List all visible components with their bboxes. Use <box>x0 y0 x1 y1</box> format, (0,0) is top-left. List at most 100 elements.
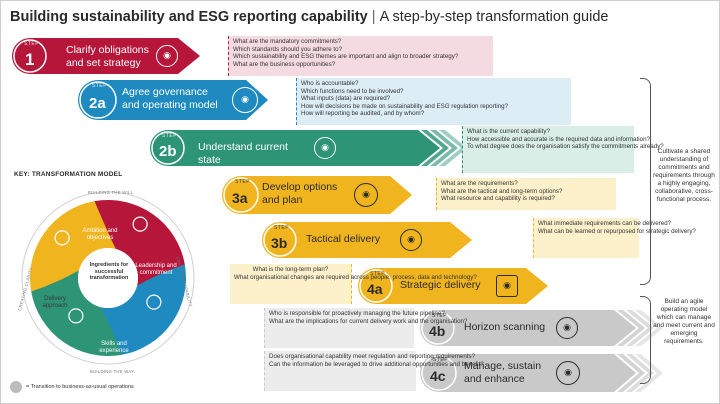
step-arrow-3a: STEP 3a Develop options and plan ◉ <box>222 176 412 214</box>
question-line: What are the business opportunities? <box>233 60 336 68</box>
question-line: How will decisions be made on sustainabi… <box>301 102 509 110</box>
step-word: STEP <box>92 83 108 89</box>
step-arrow-shape <box>262 222 472 258</box>
question-line: What immediate requirements can be deliv… <box>538 220 672 227</box>
title-separator: | <box>371 9 376 25</box>
step-arrow-body <box>420 310 636 346</box>
step-number-badge <box>421 355 457 391</box>
step-word: STEP <box>235 179 251 185</box>
chevron-tail <box>421 130 449 166</box>
step-word: STEP <box>162 133 178 139</box>
question-line: Which standards should you adhere to? <box>233 45 343 53</box>
question-line: How will reporting be audited, and by wh… <box>301 110 425 118</box>
model-center <box>78 248 138 308</box>
step-arrow-body <box>358 268 548 304</box>
step-label: Develop options and plan <box>262 181 338 206</box>
question-line: Can the information be leveraged to driv… <box>269 360 484 368</box>
step-icon: ◉ <box>232 87 258 113</box>
step-label: Agree governance and operating model <box>122 86 218 111</box>
question-line: What are the tactical and long-term opti… <box>441 187 563 195</box>
step-number-badge <box>79 81 117 119</box>
brace-top <box>640 78 651 285</box>
question-box-4c: Does organisational capability meet regu… <box>264 351 484 391</box>
step-label: Clarify obligations and set strategy <box>66 44 149 69</box>
step-word: STEP <box>274 225 290 231</box>
side-note-top: Cultivate a shared understanding of comm… <box>653 148 715 203</box>
step-number: 3a <box>232 190 248 206</box>
brace-bottom <box>640 296 651 384</box>
step-icon: ◉ <box>556 317 578 339</box>
question-box-3a: What are the requirements?What are the t… <box>436 178 616 210</box>
page-title: Building sustainability and ESG reportin… <box>10 9 608 25</box>
chevron-tail <box>635 354 663 392</box>
step-word: STEP <box>432 313 448 319</box>
question-line: What is the current capability? <box>467 128 550 135</box>
question-line: What are the requirements? <box>441 180 518 187</box>
chevron-tail <box>617 310 645 346</box>
outer-ring <box>21 191 195 365</box>
question-line: What can be learned or repurposed for st… <box>538 227 696 235</box>
segment-ambition <box>94 200 185 286</box>
chevron-tail <box>439 130 467 166</box>
step-number: 3b <box>271 235 288 251</box>
question-box-4a: What is the long-term plan?What organisa… <box>230 264 477 304</box>
question-line: Which sustainability and ESG themes are … <box>233 53 459 61</box>
chevron-tail <box>430 130 458 166</box>
question-line: Who is accountable? <box>301 80 359 87</box>
title-subtitle: A step-by-step transformation guide <box>379 9 609 25</box>
chevron-tail <box>617 354 645 392</box>
question-box-4b: Who is responsible for proactively manag… <box>264 308 467 348</box>
segment-label-delivery: Delivery approach <box>42 296 68 309</box>
legend-text: = Transition to business-as-usual operat… <box>26 384 134 390</box>
step-arrow-shape <box>420 310 663 346</box>
question-line: What organisational changes are required… <box>234 273 477 281</box>
side-note-bottom: Build an agile operating model which can… <box>653 298 715 345</box>
step-arrow-2a: STEP 2a Agree governance and operating mod… <box>78 80 268 120</box>
segment-label-leadership: Leadership and commitment <box>135 263 177 276</box>
step-icon: ◉ <box>354 183 378 207</box>
segment-delivery <box>30 201 116 292</box>
question-box-3b: What immediate requirements can be deliv… <box>533 218 696 258</box>
step-word: STEP <box>24 41 40 47</box>
step-number-badge <box>223 177 259 213</box>
step-word: STEP <box>370 271 386 277</box>
step-arrow-shape <box>12 38 200 74</box>
step-number: 4b <box>429 323 446 339</box>
step-icon: ◉ <box>556 361 580 385</box>
question-line: What inputs (data) are required? <box>301 95 391 103</box>
segment-label-skills: Skills and experience <box>99 341 129 354</box>
step-arrow-shape <box>150 130 467 166</box>
question-box-2a: Who is accountable?Which functions need … <box>296 78 571 125</box>
step-word: STEP <box>433 357 449 363</box>
step-arrow-1: STEP 1 Clarify obligations and set strateg… <box>12 38 200 74</box>
chevron-tail <box>626 310 654 346</box>
step-label: Manage, sustain and enhance <box>464 360 542 385</box>
step-label: Strategic delivery <box>400 279 481 291</box>
step-arrow-shape <box>78 80 268 120</box>
step-arrow-body <box>420 354 636 392</box>
step-label: Understand current state <box>198 141 288 166</box>
step-arrow-shape <box>420 354 663 392</box>
step-arrow-body <box>262 222 472 258</box>
ring-word-way: BUILDING THE WAY <box>90 369 135 374</box>
step-number: 2a <box>89 94 106 112</box>
step-arrow-body <box>150 130 440 166</box>
step-icon: ◉ <box>156 45 178 67</box>
question-line: What are the mandatory commitments? <box>233 38 342 45</box>
question-box-2b: What is the current capability?How acces… <box>462 126 664 173</box>
chevron-tail <box>626 354 654 392</box>
segment-skills-icon <box>68 308 84 324</box>
step-arrow-body <box>78 80 268 120</box>
segment-delivery-icon <box>54 230 70 246</box>
question-line: Which functions need to be involved? <box>301 87 404 95</box>
chevron-tail <box>635 310 663 346</box>
key-title: KEY: TRANSFORMATION MODEL <box>14 171 123 178</box>
step-arrow-shape <box>358 268 548 304</box>
step-number-badge <box>151 131 185 165</box>
ring-word-will: BUILDING THE WILL <box>88 190 134 195</box>
step-number: 1 <box>25 49 35 69</box>
segment-leadership-icon <box>146 294 162 310</box>
step-number: 4a <box>367 281 383 297</box>
